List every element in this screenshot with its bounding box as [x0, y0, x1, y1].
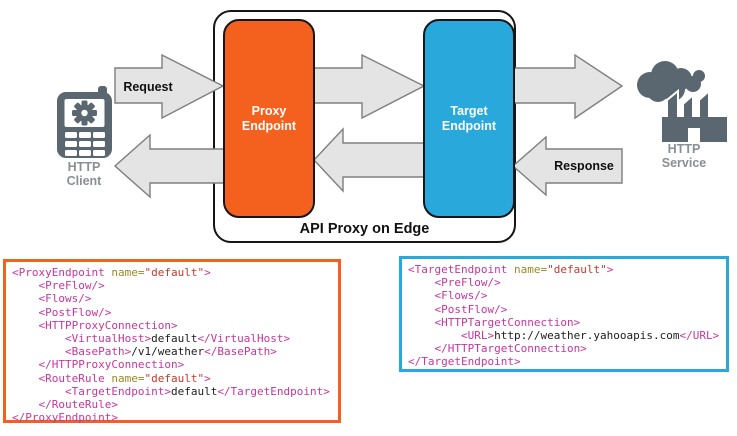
proxy-endpoint-label-line2: Endpoint [241, 118, 297, 133]
request-arrow [114, 53, 225, 120]
http-client-label: HTTP Client [44, 160, 124, 188]
response-arrow [511, 135, 623, 197]
http-service-label-line2: Service [661, 155, 707, 170]
proxy-endpoint-box: Proxy Endpoint [223, 19, 315, 218]
response-label: Response [554, 159, 614, 173]
factory-door [688, 128, 700, 143]
phone-keypad [65, 132, 105, 156]
http-client-icon [50, 85, 120, 165]
flow-arrows [113, 53, 624, 199]
request-label: Request [123, 80, 173, 94]
http-client-label-line2: Client [66, 173, 102, 188]
proxy-to-target-arrow [313, 53, 426, 120]
http-client-label-line1: HTTP [67, 160, 101, 174]
target-endpoint-xml-box: <TargetEndpoint name="default"> <PreFlow… [399, 256, 729, 372]
target-endpoint-xml-code: <TargetEndpoint name="default"> <PreFlow… [408, 263, 720, 369]
target-endpoint-box: Target Endpoint [423, 19, 515, 218]
return-to-client-arrow [113, 133, 225, 199]
http-service-label: HTTP Service [644, 142, 724, 170]
http-service-label-line1: HTTP [667, 142, 701, 156]
target-to-service-arrow [507, 53, 624, 120]
factory-icon [660, 88, 729, 144]
target-endpoint-label-line1: Target [450, 103, 488, 118]
api-proxy-container-label: API Proxy on Edge [299, 221, 430, 237]
proxy-endpoint-xml-box: <ProxyEndpoint name="default"> <PreFlow/… [3, 259, 341, 425]
proxy-endpoint-xml-code: <ProxyEndpoint name="default"> <PreFlow/… [12, 266, 330, 425]
http-service-icon [633, 58, 733, 153]
proxy-endpoint-label-line1: Proxy [251, 103, 287, 118]
smoke-cloud-icon [637, 61, 705, 102]
gear-icon [72, 100, 97, 126]
target-endpoint-label-line2: Endpoint [441, 118, 497, 133]
target-to-proxy-arrow [313, 127, 425, 193]
